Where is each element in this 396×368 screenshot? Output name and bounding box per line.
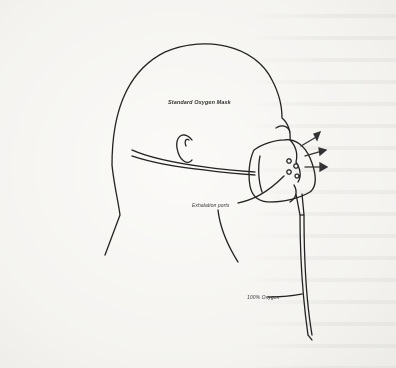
exhalation-port (287, 170, 291, 174)
exhalation-port (294, 164, 298, 168)
ear (177, 135, 192, 162)
diagram-title-label: Standard Oxygen Mask (168, 100, 231, 106)
neck-front (218, 210, 238, 262)
exhalation-port (295, 174, 299, 178)
exhalation-port (287, 159, 291, 163)
neck-back (105, 165, 120, 255)
oxygen-supply-callout: 100% Oxygen (247, 295, 280, 301)
exhalation-ports-callout: Exhalation ports (192, 203, 229, 209)
